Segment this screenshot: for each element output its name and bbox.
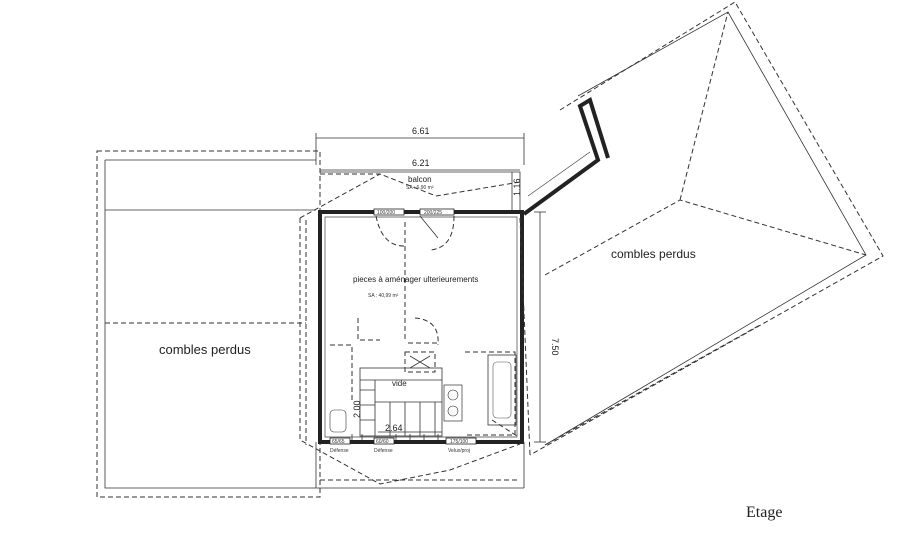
plan-title: Etage [746,504,782,521]
balcony-area: SA : 6,90 m² [406,185,434,191]
partitions [357,222,439,373]
svg-text:100/200: 100/200 [377,210,395,216]
svg-text:6.61: 6.61 [412,126,430,136]
dimension-balcony-depth: 1.16 [511,172,522,210]
svg-text:60/60: 60/60 [376,439,389,445]
dimension-outer-width: 6.61 [315,126,525,165]
svg-text:2.00: 2.00 [352,400,362,418]
svg-text:Défense: Défense [330,448,349,454]
balcony-label: balcon [408,175,432,184]
svg-text:65/65: 65/65 [332,439,345,445]
svg-text:200/225: 200/225 [424,210,442,216]
svg-text:1.16: 1.16 [512,178,522,196]
door-1: 100/200 [373,208,405,247]
svg-text:Défense: Défense [374,448,393,454]
svg-text:175/100: 175/100 [450,439,468,445]
right-attic-label: combles perdus [611,247,696,261]
main-room: pieces à aménager ulterieurements SA : 4… [299,210,531,489]
balcony: balcon SA : 6,90 m² [299,171,521,219]
main-room-area: SA : 40,99 m² [368,293,399,299]
dimension-depth: 7.50 [534,211,560,443]
wall-ticks [351,434,439,440]
stair-void: vide 2.00 2.64 [352,367,443,437]
main-room-label: pieces à aménager ulterieurements [353,275,478,284]
window-3: 175/100 Velux/proj [445,437,477,454]
window-2: 60/60 Défense [373,437,395,454]
window-1: 65/65 Défense [329,437,351,454]
dimension-inner-width: 6.21 [320,158,520,171]
svg-text:Velux/proj: Velux/proj [448,448,470,454]
door-2: 200/225 [419,208,455,251]
void-label: vide [392,379,407,388]
gable-wall [522,96,610,216]
right-attic: combles perdus [529,1,884,456]
svg-text:7.50: 7.50 [550,338,560,356]
left-attic: combles perdus [96,150,321,498]
svg-text:6.21: 6.21 [412,158,430,168]
svg-text:2.64: 2.64 [385,423,403,433]
left-attic-label: combles perdus [159,342,251,357]
bathroom-fixtures [329,344,518,437]
